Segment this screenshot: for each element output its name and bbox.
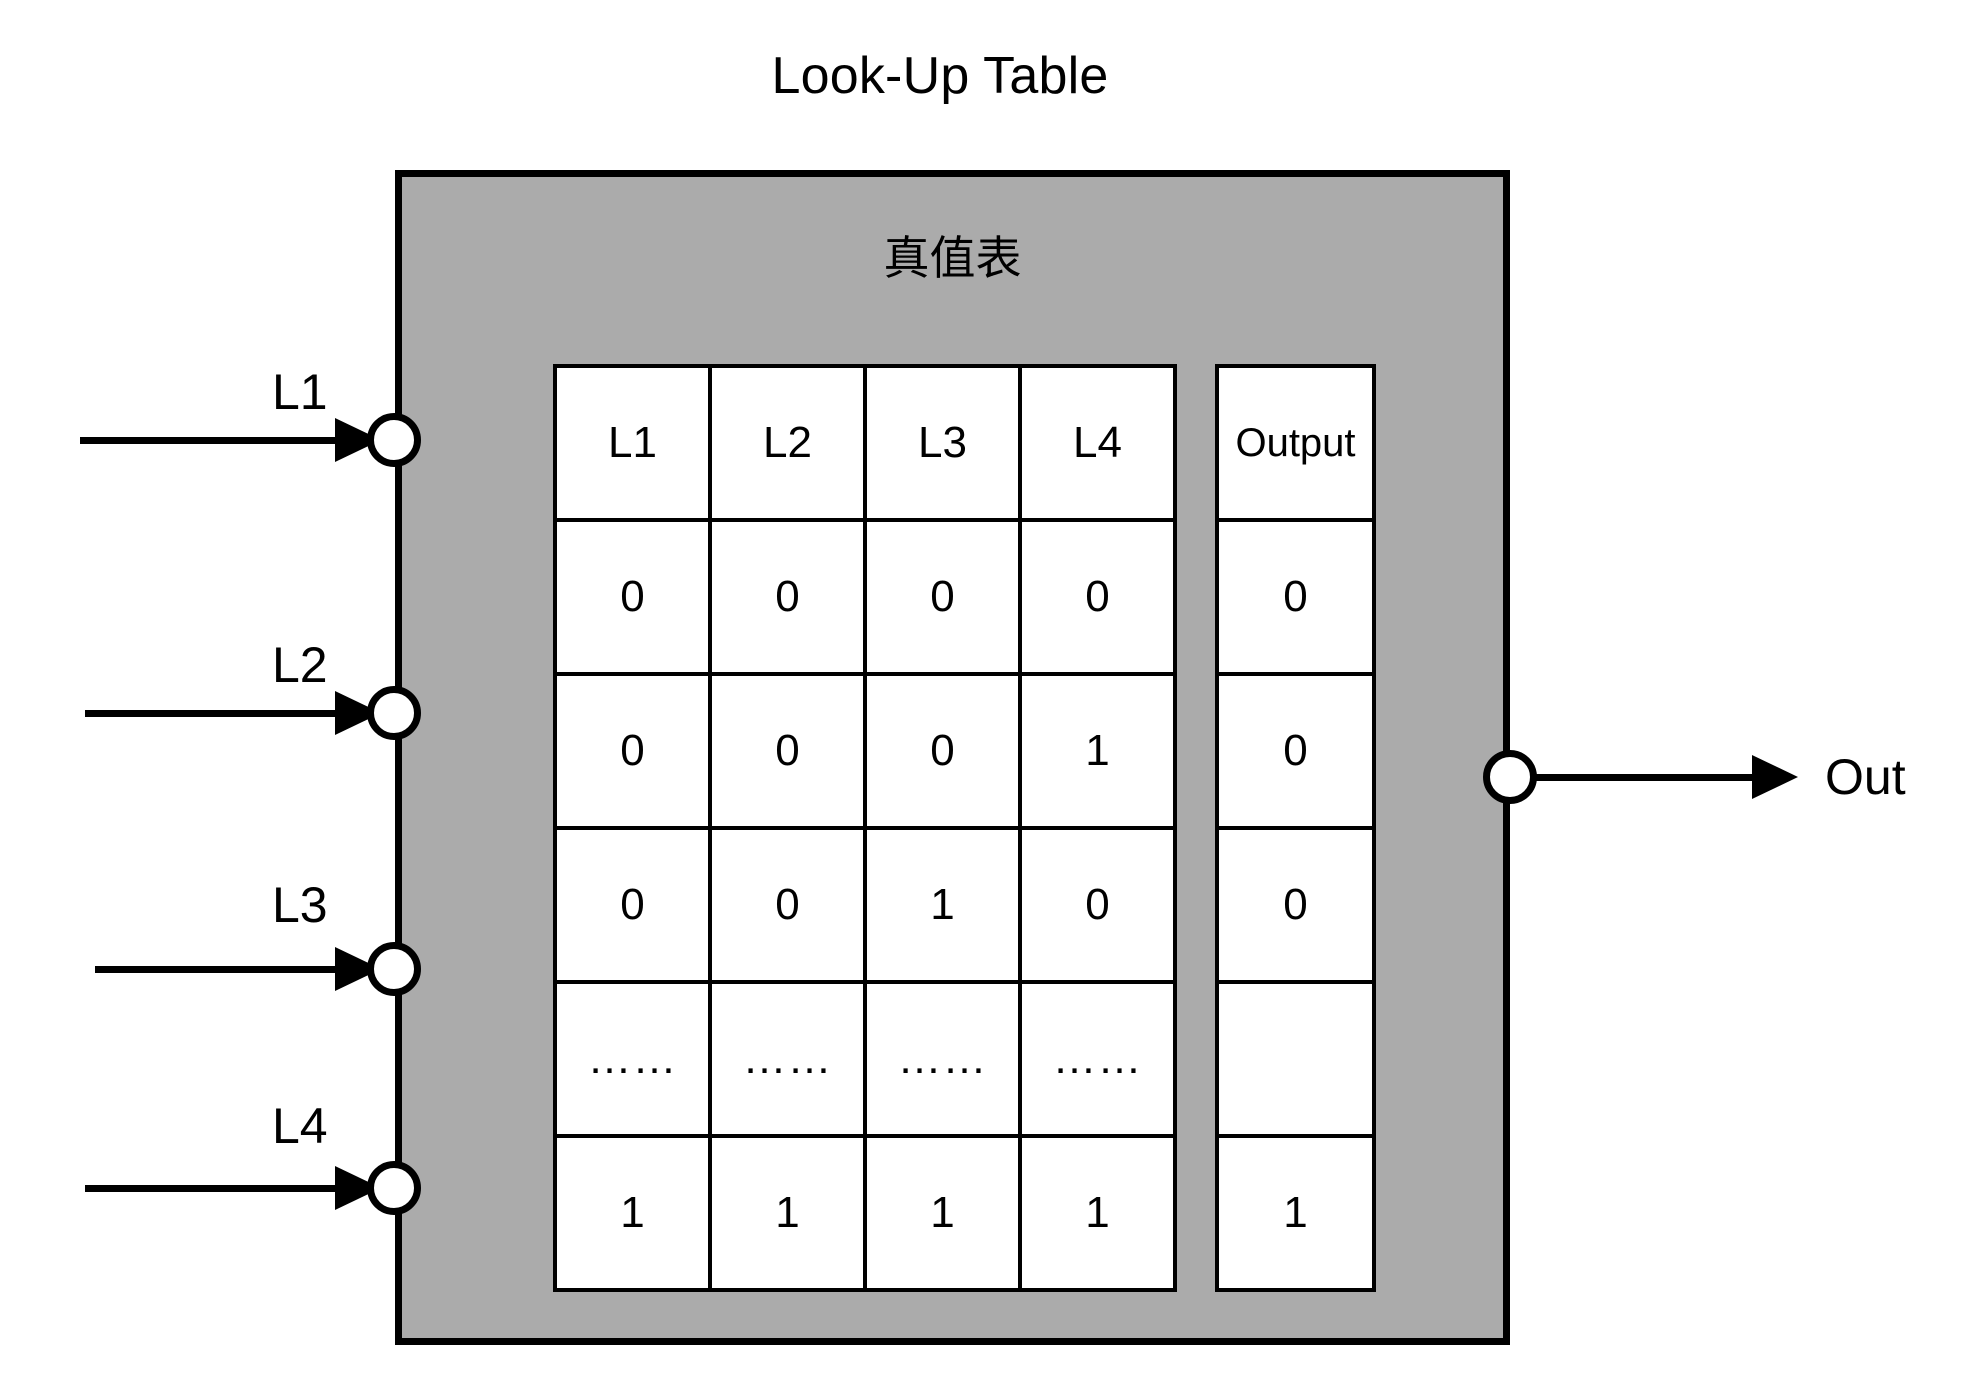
cell: 0 [553, 826, 712, 984]
cell: …… [708, 980, 867, 1138]
input-label-l2: L2 [272, 637, 328, 693]
cell: 0 [1215, 826, 1376, 984]
column-header-l3: L3 [863, 364, 1022, 522]
cell: 1 [1018, 672, 1177, 830]
cell: 0 [1018, 826, 1177, 984]
table-row: 0 [1215, 672, 1376, 830]
table-row-ellipsis [1215, 980, 1376, 1138]
input-wire-l2 [85, 710, 380, 717]
cell: 1 [863, 826, 1022, 984]
input-label-l4: L4 [272, 1098, 328, 1154]
input-label-l1: L1 [272, 364, 328, 420]
input-label-l3: L3 [272, 877, 328, 933]
cell: 0 [1215, 518, 1376, 676]
cell: …… [553, 980, 712, 1138]
table-row-ellipsis: …… …… …… …… [553, 980, 1177, 1138]
column-header-l1: L1 [553, 364, 712, 522]
cell: 0 [553, 672, 712, 830]
cell: …… [1018, 980, 1177, 1138]
cell: 0 [863, 672, 1022, 830]
input-port-l2[interactable] [367, 686, 421, 740]
output-port[interactable] [1483, 750, 1537, 804]
output-wire [1530, 774, 1780, 781]
column-header-l2: L2 [708, 364, 867, 522]
column-header-output: Output [1215, 364, 1376, 522]
table-header-row: L1 L2 L3 L4 [553, 364, 1177, 522]
input-port-l1[interactable] [367, 413, 421, 467]
table-header-row: Output [1215, 364, 1376, 522]
table-row: 1 [1215, 1134, 1376, 1292]
cell: 1 [553, 1134, 712, 1292]
cell: 1 [863, 1134, 1022, 1292]
cell [1215, 980, 1376, 1138]
table-row: 0 0 1 0 [553, 826, 1177, 984]
table-row: 1 1 1 1 [553, 1134, 1177, 1292]
cell: 0 [708, 826, 867, 984]
cell: 0 [1215, 672, 1376, 830]
input-wire-l4 [85, 1185, 380, 1192]
cell: 1 [708, 1134, 867, 1292]
input-wire-l1 [80, 437, 380, 444]
diagram-title: Look-Up Table [771, 47, 1109, 105]
input-port-l3[interactable] [367, 942, 421, 996]
table-row: 0 [1215, 826, 1376, 984]
cell: 0 [863, 518, 1022, 676]
output-label: Out [1825, 749, 1906, 805]
input-wire-l3 [95, 966, 380, 973]
truth-table-inputs: L1 L2 L3 L4 0 0 0 0 0 0 0 1 0 0 1 0 [553, 364, 1177, 1292]
table-row: 0 0 0 1 [553, 672, 1177, 830]
input-port-l4[interactable] [367, 1161, 421, 1215]
column-header-l4: L4 [1018, 364, 1177, 522]
truth-table-output: Output 0 0 0 1 [1215, 364, 1376, 1292]
cell: 0 [553, 518, 712, 676]
table-row: 0 0 0 0 [553, 518, 1177, 676]
cell: 0 [1018, 518, 1177, 676]
cell: 1 [1215, 1134, 1376, 1292]
cell: 0 [708, 518, 867, 676]
table-row: 0 [1215, 518, 1376, 676]
cell: 1 [1018, 1134, 1177, 1292]
cell: …… [863, 980, 1022, 1138]
cell: 0 [708, 672, 867, 830]
output-arrowhead [1752, 755, 1798, 799]
truth-table-caption: 真值表 [883, 232, 1022, 284]
